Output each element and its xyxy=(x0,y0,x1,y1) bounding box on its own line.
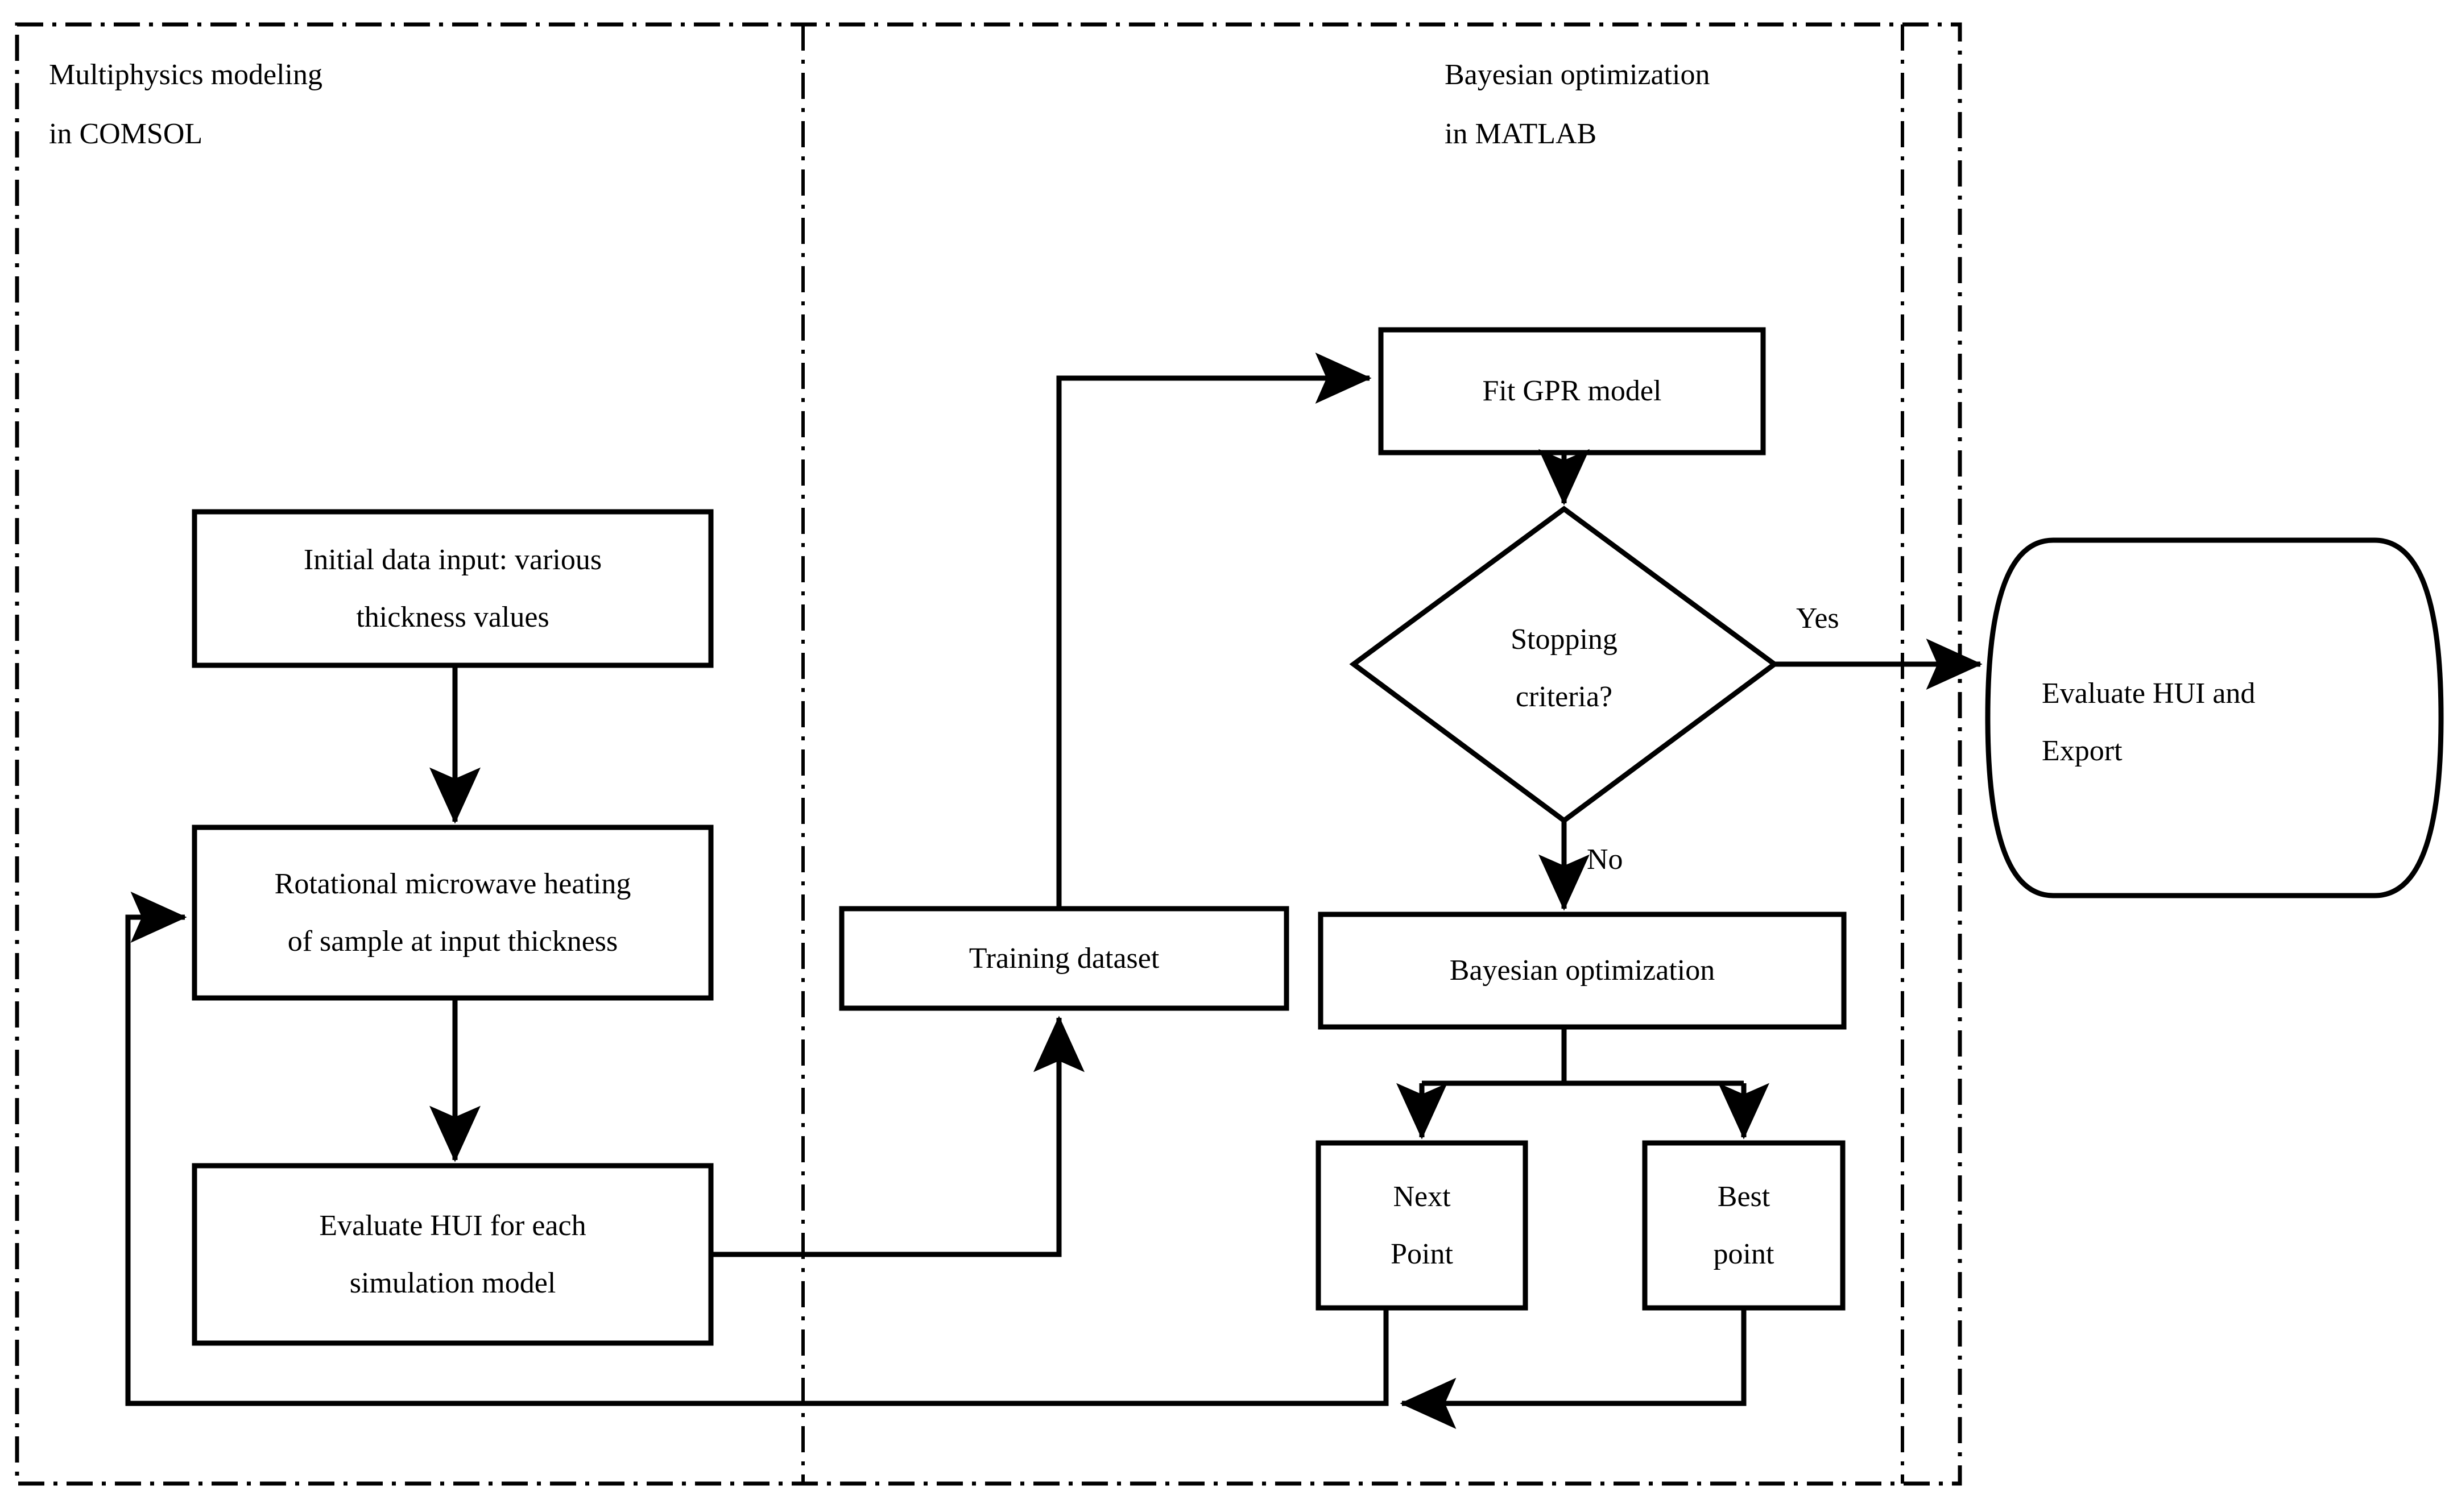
lane-title-matlab-line2: in MATLAB xyxy=(1445,118,1597,150)
node-evaluate-hui-each-model[interactable] xyxy=(192,1163,714,1346)
edge-training-to-fit-gpr xyxy=(1056,353,1372,909)
edge-label-no: No xyxy=(1587,843,1623,876)
node-rotational-microwave-heating[interactable] xyxy=(192,825,714,1001)
node-bayesian-optimization[interactable] xyxy=(1318,912,1847,1030)
node-initial-data-input[interactable] xyxy=(192,509,714,668)
lane-title-comsol-line1: Multiphysics modeling xyxy=(49,59,322,91)
edge-next-point-feedback xyxy=(125,892,1389,1406)
node-evaluate-hui-and-export[interactable] xyxy=(1985,537,2444,898)
node-training-dataset[interactable] xyxy=(839,906,1289,1011)
node-stopping-criteria[interactable] xyxy=(1349,506,1779,824)
node-best-point[interactable] xyxy=(1642,1140,1846,1311)
edge-evaluate-to-training xyxy=(711,1016,1085,1257)
lane-title-comsol-line2: in COMSOL xyxy=(49,118,203,150)
outer-frame xyxy=(15,22,1962,1486)
edge-best-point-to-rail xyxy=(1400,1308,1747,1429)
lane-title-matlab: Bayesian optimization in MATLAB xyxy=(1445,45,1710,164)
node-next-point[interactable] xyxy=(1315,1140,1528,1311)
lane-title-comsol: Multiphysics modeling in COMSOL xyxy=(49,45,322,164)
edge-label-yes: Yes xyxy=(1796,602,1839,635)
node-fit-gpr-model[interactable] xyxy=(1378,327,1766,455)
lane-title-matlab-line1: Bayesian optimization xyxy=(1445,59,1710,91)
